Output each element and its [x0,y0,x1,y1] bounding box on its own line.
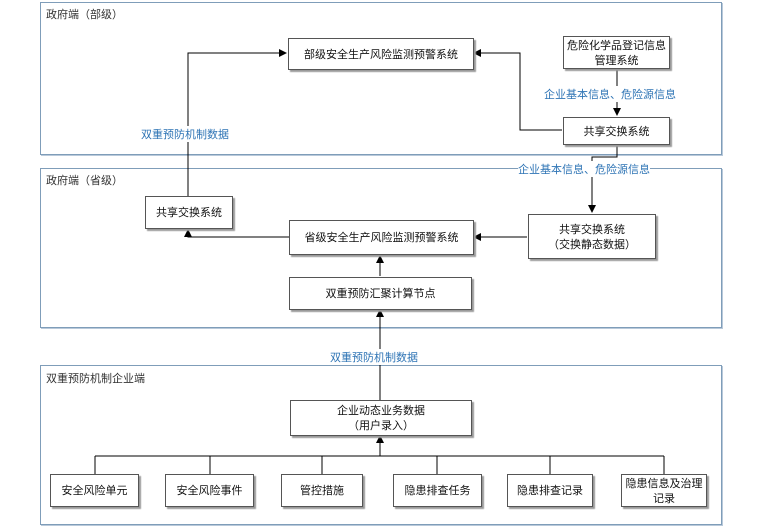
risk-event-box: 安全风险事件 [165,474,254,507]
enterprise-info-label-1: 企业基本信息、危险源信息 [544,86,676,102]
enterprise-info-label-2: 企业基本信息、危险源信息 [518,161,650,177]
dual-prevention-label-2: 双重预防机制数据 [330,349,418,365]
hazchem-system-box: 危险化学品登记信息管理系统 [563,36,670,69]
ministry-region [40,2,722,155]
province-exchange-left-box: 共享交换系统 [145,196,233,229]
province-system-box: 省级安全生产风险监测预警系统 [289,220,474,255]
compute-node-box: 双重预防汇聚计算节点 [289,277,472,310]
exchange-to-ministry-arrow [473,49,562,131]
ministry-to-province-exchange-arrow [588,145,618,213]
province-region [40,168,722,328]
ministry-exchange-box: 共享交换系统 [563,117,670,145]
ministry-region-title: 政府端（部级） [46,8,123,21]
inspection-record-box: 隐患排查记录 [507,474,593,507]
hazard-info-box: 隐患信息及治理记录 [621,474,707,507]
risk-unit-box: 安全风险单元 [50,474,139,507]
province-region-title: 政府端（省级） [46,174,123,187]
dual-prevention-label-1: 双重预防机制数据 [141,126,229,142]
enterprise-data-box: 企业动态业务数据 （用户录入） [290,400,472,436]
left-exchange-to-ministry-arrow [187,49,287,196]
system-to-left-exchange-arrow [184,229,289,238]
ministry-system-box: 部级安全生产风险监测预警系统 [288,38,474,70]
enterprise-region [40,365,722,525]
enterprise-region-title: 双重预防机制企业端 [46,372,145,385]
province-exchange-right-box: 共享交换系统 （交换静态数据） [528,214,656,259]
control-measure-box: 管控措施 [281,474,363,507]
inspection-task-box: 隐患排查任务 [393,474,482,507]
